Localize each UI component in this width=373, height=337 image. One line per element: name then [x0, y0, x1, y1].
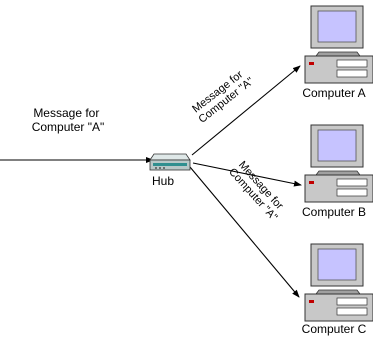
desktop-computer-icon [304, 5, 373, 84]
desktop-computer-icon [304, 243, 373, 322]
computer-b-label: Computer B [302, 205, 366, 219]
hub-label: Hub [152, 174, 174, 188]
link-hub-to-computer-a [191, 65, 301, 156]
computer-c-label: Computer C [302, 322, 367, 336]
computer-a-label: Computer A [302, 86, 365, 100]
incoming-message-label: Message for Computer "A" [32, 106, 105, 134]
link-hub-to-computer-b [192, 162, 302, 187]
edge-label-to-computer-a: Message for Computer "A" [189, 66, 256, 126]
desktop-computer-icon [304, 124, 373, 203]
computer-c: Computer C [302, 243, 373, 336]
computer-a: Computer A [302, 5, 373, 100]
edge-label-to-computer-b: Message for Computer "A" [226, 158, 288, 224]
link-hub-to-computer-c [189, 166, 300, 298]
hub-icon [149, 153, 191, 171]
computer-b: Computer B [302, 124, 373, 219]
